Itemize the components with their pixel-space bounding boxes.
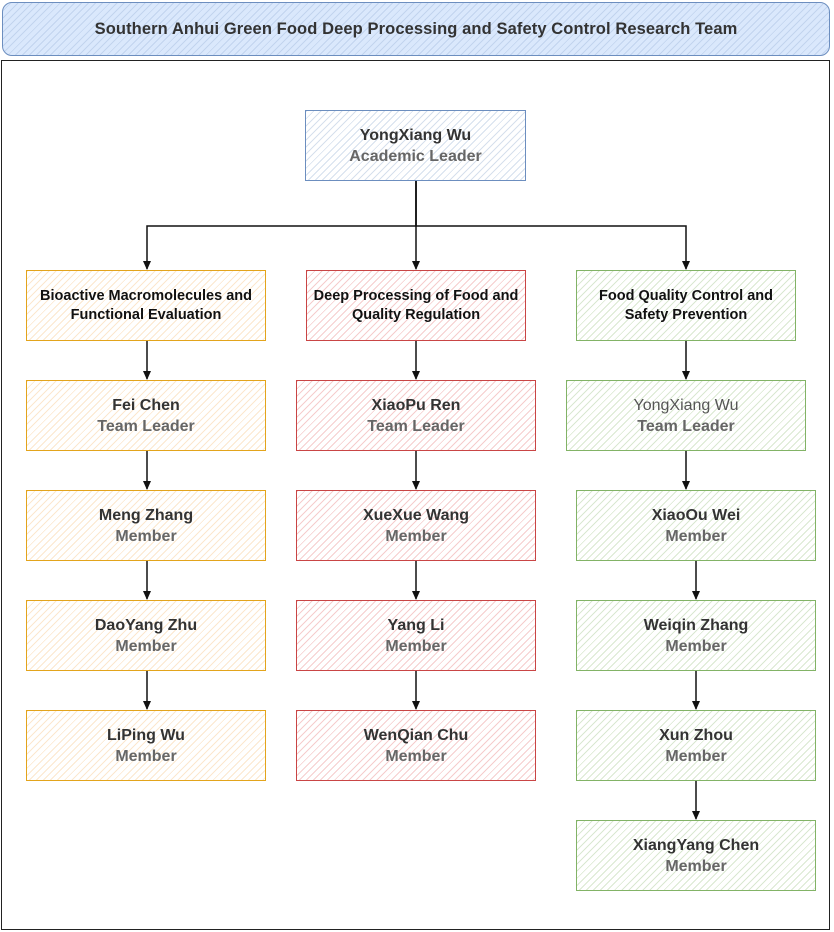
dept-3-member-node: XiaoOu Wei Member — [576, 490, 816, 561]
node-hatch — [577, 491, 815, 560]
node-hatch — [567, 381, 805, 450]
dept-1-member-node: LiPing Wu Member — [26, 710, 266, 781]
node-hatch — [297, 491, 535, 560]
member-role: Member — [385, 527, 447, 545]
member-name: YongXiang Wu — [633, 396, 739, 414]
banner-hatch — [3, 3, 829, 55]
dept-1-member-node: Fei Chen Team Leader — [26, 380, 266, 451]
member-name: Xun Zhou — [659, 726, 733, 744]
node-hatch — [577, 271, 795, 340]
department-3-name: Food Quality Control and Safety Preventi… — [599, 287, 773, 323]
dept-2-member-node: Yang Li Member — [296, 600, 536, 671]
academic-leader-node: YongXiang Wu Academic Leader — [305, 110, 526, 181]
node-hatch — [27, 491, 265, 560]
node-hatch — [297, 711, 535, 780]
member-role: Member — [115, 637, 177, 655]
member-role: Member — [385, 637, 447, 655]
dept-3-member-node: YongXiang Wu Team Leader — [566, 380, 806, 451]
member-name: XiaoPu Ren — [371, 396, 461, 414]
node-hatch — [297, 381, 535, 450]
dept-2-member-node: XiaoPu Ren Team Leader — [296, 380, 536, 451]
dept-3-member-node: Xun Zhou Member — [576, 710, 816, 781]
node-hatch — [577, 711, 815, 780]
dept-2-member-node: XueXue Wang Member — [296, 490, 536, 561]
member-name: Yang Li — [387, 616, 445, 634]
dept-1-member-node: DaoYang Zhu Member — [26, 600, 266, 671]
member-role: Team Leader — [637, 417, 735, 435]
dept-3-member-node: XiangYang Chen Member — [576, 820, 816, 891]
member-role: Member — [385, 747, 447, 765]
title-banner: Southern Anhui Green Food Deep Processin… — [2, 2, 830, 56]
node-hatch — [577, 601, 815, 670]
department-1-node: Bioactive Macromolecules and Functional … — [26, 270, 266, 341]
node-hatch — [27, 601, 265, 670]
member-name: XiaoOu Wei — [651, 506, 741, 524]
member-name: XueXue Wang — [362, 506, 470, 524]
node-hatch — [27, 381, 265, 450]
dept-3-member-node: Weiqin Zhang Member — [576, 600, 816, 671]
member-name: LiPing Wu — [107, 726, 185, 744]
department-2-name: Deep Processing of Food and Quality Regu… — [313, 287, 519, 323]
member-role: Member — [115, 747, 177, 765]
node-hatch — [27, 711, 265, 780]
chart-frame — [1, 60, 830, 930]
member-role: Member — [665, 527, 727, 545]
dept-2-member-node: WenQian Chu Member — [296, 710, 536, 781]
department-1-name: Bioactive Macromolecules and Functional … — [40, 287, 252, 323]
department-2-node: Deep Processing of Food and Quality Regu… — [306, 270, 526, 341]
node-hatch — [297, 601, 535, 670]
chart-title: Southern Anhui Green Food Deep Processin… — [94, 19, 738, 38]
member-name: Weiqin Zhang — [643, 616, 749, 634]
member-role: Member — [665, 857, 727, 875]
member-role: Team Leader — [367, 417, 465, 435]
member-name: Meng Zhang — [98, 506, 194, 524]
member-name: Fei Chen — [112, 396, 180, 414]
member-name: WenQian Chu — [363, 726, 469, 744]
node-hatch — [577, 821, 815, 890]
member-role: Member — [665, 747, 727, 765]
member-role: Member — [115, 527, 177, 545]
leader-role: Academic Leader — [349, 147, 482, 165]
leader-name: YongXiang Wu — [359, 126, 472, 144]
node-hatch — [307, 271, 525, 340]
member-name: DaoYang Zhu — [94, 616, 198, 634]
edge-leader-to-dept-1 — [143, 181, 417, 270]
member-role: Member — [665, 637, 727, 655]
node-hatch — [27, 271, 265, 340]
member-name: XiangYang Chen — [632, 836, 760, 854]
dept-1-member-node: Meng Zhang Member — [26, 490, 266, 561]
node-hatch — [306, 111, 525, 180]
member-role: Team Leader — [97, 417, 195, 435]
edge-leader-to-dept-3 — [415, 181, 690, 270]
department-3-node: Food Quality Control and Safety Preventi… — [576, 270, 796, 341]
